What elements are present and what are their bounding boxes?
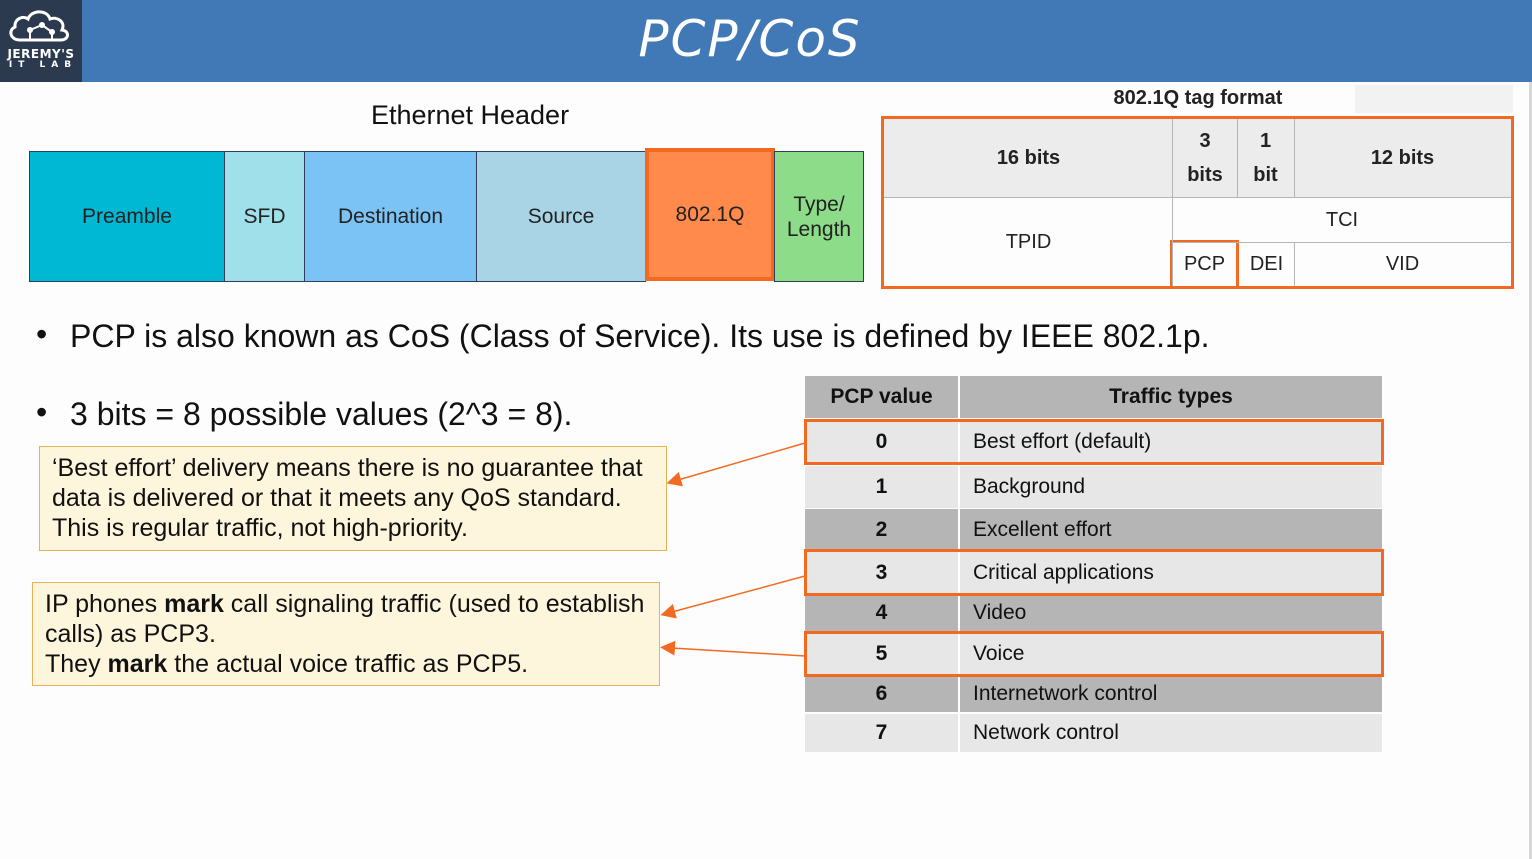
callout-ip-phones-line1: IP phones mark call signaling traffic (u… bbox=[45, 590, 645, 648]
tag-format-header-shade bbox=[1355, 85, 1513, 113]
pcp-row-divider bbox=[958, 634, 960, 674]
pcp-value: 7 bbox=[875, 721, 888, 744]
callout-ip-phones-line2: They mark the actual voice traffic as PC… bbox=[45, 650, 529, 678]
tag-bits-dei: 1 bit bbox=[1253, 130, 1278, 186]
tag-bits-vid: 12 bits bbox=[1370, 146, 1435, 169]
pcp-traffic-type: Best effort (default) bbox=[973, 430, 1152, 453]
pcp-row-divider bbox=[958, 466, 960, 508]
tag-grid-line bbox=[1173, 242, 1511, 243]
tag-grid-line bbox=[1294, 242, 1295, 286]
highlight-pcp-3 bbox=[804, 549, 1384, 596]
eth-field-sfd: SFD bbox=[224, 151, 305, 282]
bullet-dot: • bbox=[36, 316, 48, 352]
pcp-traffic-type: Background bbox=[973, 475, 1086, 498]
arrow-pcp0-to-best-effort bbox=[666, 442, 806, 487]
arrow-pcp3-to-ip-phones bbox=[660, 575, 806, 619]
pcp-row-1: 1 Background bbox=[805, 466, 1382, 508]
bullet-pcp-cos: PCP is also known as CoS (Class of Servi… bbox=[70, 318, 1210, 354]
bullet-3-bits: 3 bits = 8 possible values (2^3 = 8). bbox=[70, 396, 573, 432]
tag-bits-row bbox=[884, 119, 1511, 197]
tag-field-dei: DEI bbox=[1249, 252, 1284, 275]
arrow-pcp5-to-ip-phones bbox=[660, 640, 806, 657]
pcp-row-divider bbox=[958, 594, 960, 632]
pcp-value: 5 bbox=[875, 642, 888, 665]
pcp-header-traffic: Traffic types bbox=[1109, 385, 1233, 408]
pcp-traffic-type: Excellent effort bbox=[973, 518, 1112, 541]
tag-field-tpid: TPID bbox=[1005, 230, 1052, 253]
tag-grid-line bbox=[1237, 119, 1238, 197]
pcp-row-6: 6 Internetwork control bbox=[805, 675, 1382, 712]
logo-text-it-lab: IT LAB bbox=[8, 60, 78, 70]
pcp-value: 0 bbox=[875, 430, 888, 453]
eth-field-preamble: Preamble bbox=[29, 151, 225, 282]
pcp-table-header: PCP value Traffic types bbox=[805, 376, 1382, 418]
bullet-dot: • bbox=[36, 394, 48, 430]
logo-text-jeremys: JEREMY'S bbox=[7, 47, 75, 61]
tag-bits-pcp: 3 bits bbox=[1187, 130, 1223, 186]
pcp-traffic-type: Internetwork control bbox=[973, 682, 1158, 705]
tag-bits-tpid: 16 bits bbox=[996, 146, 1061, 169]
pcp-row-3: 3 Critical applications bbox=[805, 552, 1382, 593]
tag-format-title: 802.1Q tag format bbox=[1113, 87, 1283, 109]
pcp-row-4: 4 Video bbox=[805, 594, 1382, 632]
eth-field-type-length: Type/ Length bbox=[774, 151, 864, 282]
jeremys-it-lab-logo: JEREMY'S IT LAB bbox=[0, 0, 82, 82]
pcp-header-value: PCP value bbox=[830, 385, 933, 408]
eth-field-destination: Destination bbox=[304, 151, 477, 282]
callout-best-effort: ‘Best effort’ delivery means there is no… bbox=[39, 446, 667, 551]
pcp-header-divider bbox=[958, 376, 960, 418]
pcp-traffic-type: Network control bbox=[973, 721, 1119, 744]
pcp-row-2: 2 Excellent effort bbox=[805, 509, 1382, 550]
callout-ip-phones: IP phones mark call signaling traffic (u… bbox=[32, 582, 660, 686]
tag-field-vid: VID bbox=[1385, 252, 1420, 275]
pcp-value: 3 bbox=[875, 561, 888, 584]
pcp-traffic-type: Critical applications bbox=[973, 561, 1154, 584]
pcp-row-0: 0 Best effort (default) bbox=[805, 420, 1382, 464]
tag-field-tci: TCI bbox=[1325, 208, 1359, 231]
pcp-row-7: 7 Network control bbox=[805, 714, 1382, 752]
pcp-traffic-type: Video bbox=[973, 601, 1027, 624]
tag-grid-line bbox=[1294, 119, 1295, 197]
highlight-pcp-0 bbox=[804, 419, 1384, 465]
pcp-value: 2 bbox=[875, 518, 888, 541]
ethernet-header-title: Ethernet Header bbox=[370, 100, 570, 130]
pcp-row-divider bbox=[958, 714, 960, 752]
pcp-traffic-type: Voice bbox=[973, 642, 1025, 665]
pcp-value: 1 bbox=[875, 475, 888, 498]
pcp-row-divider bbox=[958, 420, 960, 464]
eth-field-802-1q: 802.1Q bbox=[645, 148, 775, 281]
pcp-value: 6 bbox=[875, 682, 888, 705]
slide-title: PCP/CoS bbox=[638, 10, 862, 68]
tag-format-outline bbox=[881, 116, 1514, 289]
tag-grid-line bbox=[1172, 119, 1173, 286]
eth-field-source: Source bbox=[476, 151, 646, 282]
cloud-network-icon bbox=[9, 10, 69, 42]
pcp-value: 4 bbox=[875, 601, 888, 624]
pcp-row-5: 5 Voice bbox=[805, 634, 1382, 674]
pcp-row-divider bbox=[958, 552, 960, 593]
highlight-pcp-5 bbox=[804, 631, 1384, 677]
pcp-row-divider bbox=[958, 509, 960, 550]
tag-grid-line bbox=[884, 197, 1511, 198]
title-bar bbox=[0, 0, 1532, 82]
right-edge-border bbox=[1529, 82, 1532, 859]
pcp-row-divider bbox=[958, 675, 960, 712]
